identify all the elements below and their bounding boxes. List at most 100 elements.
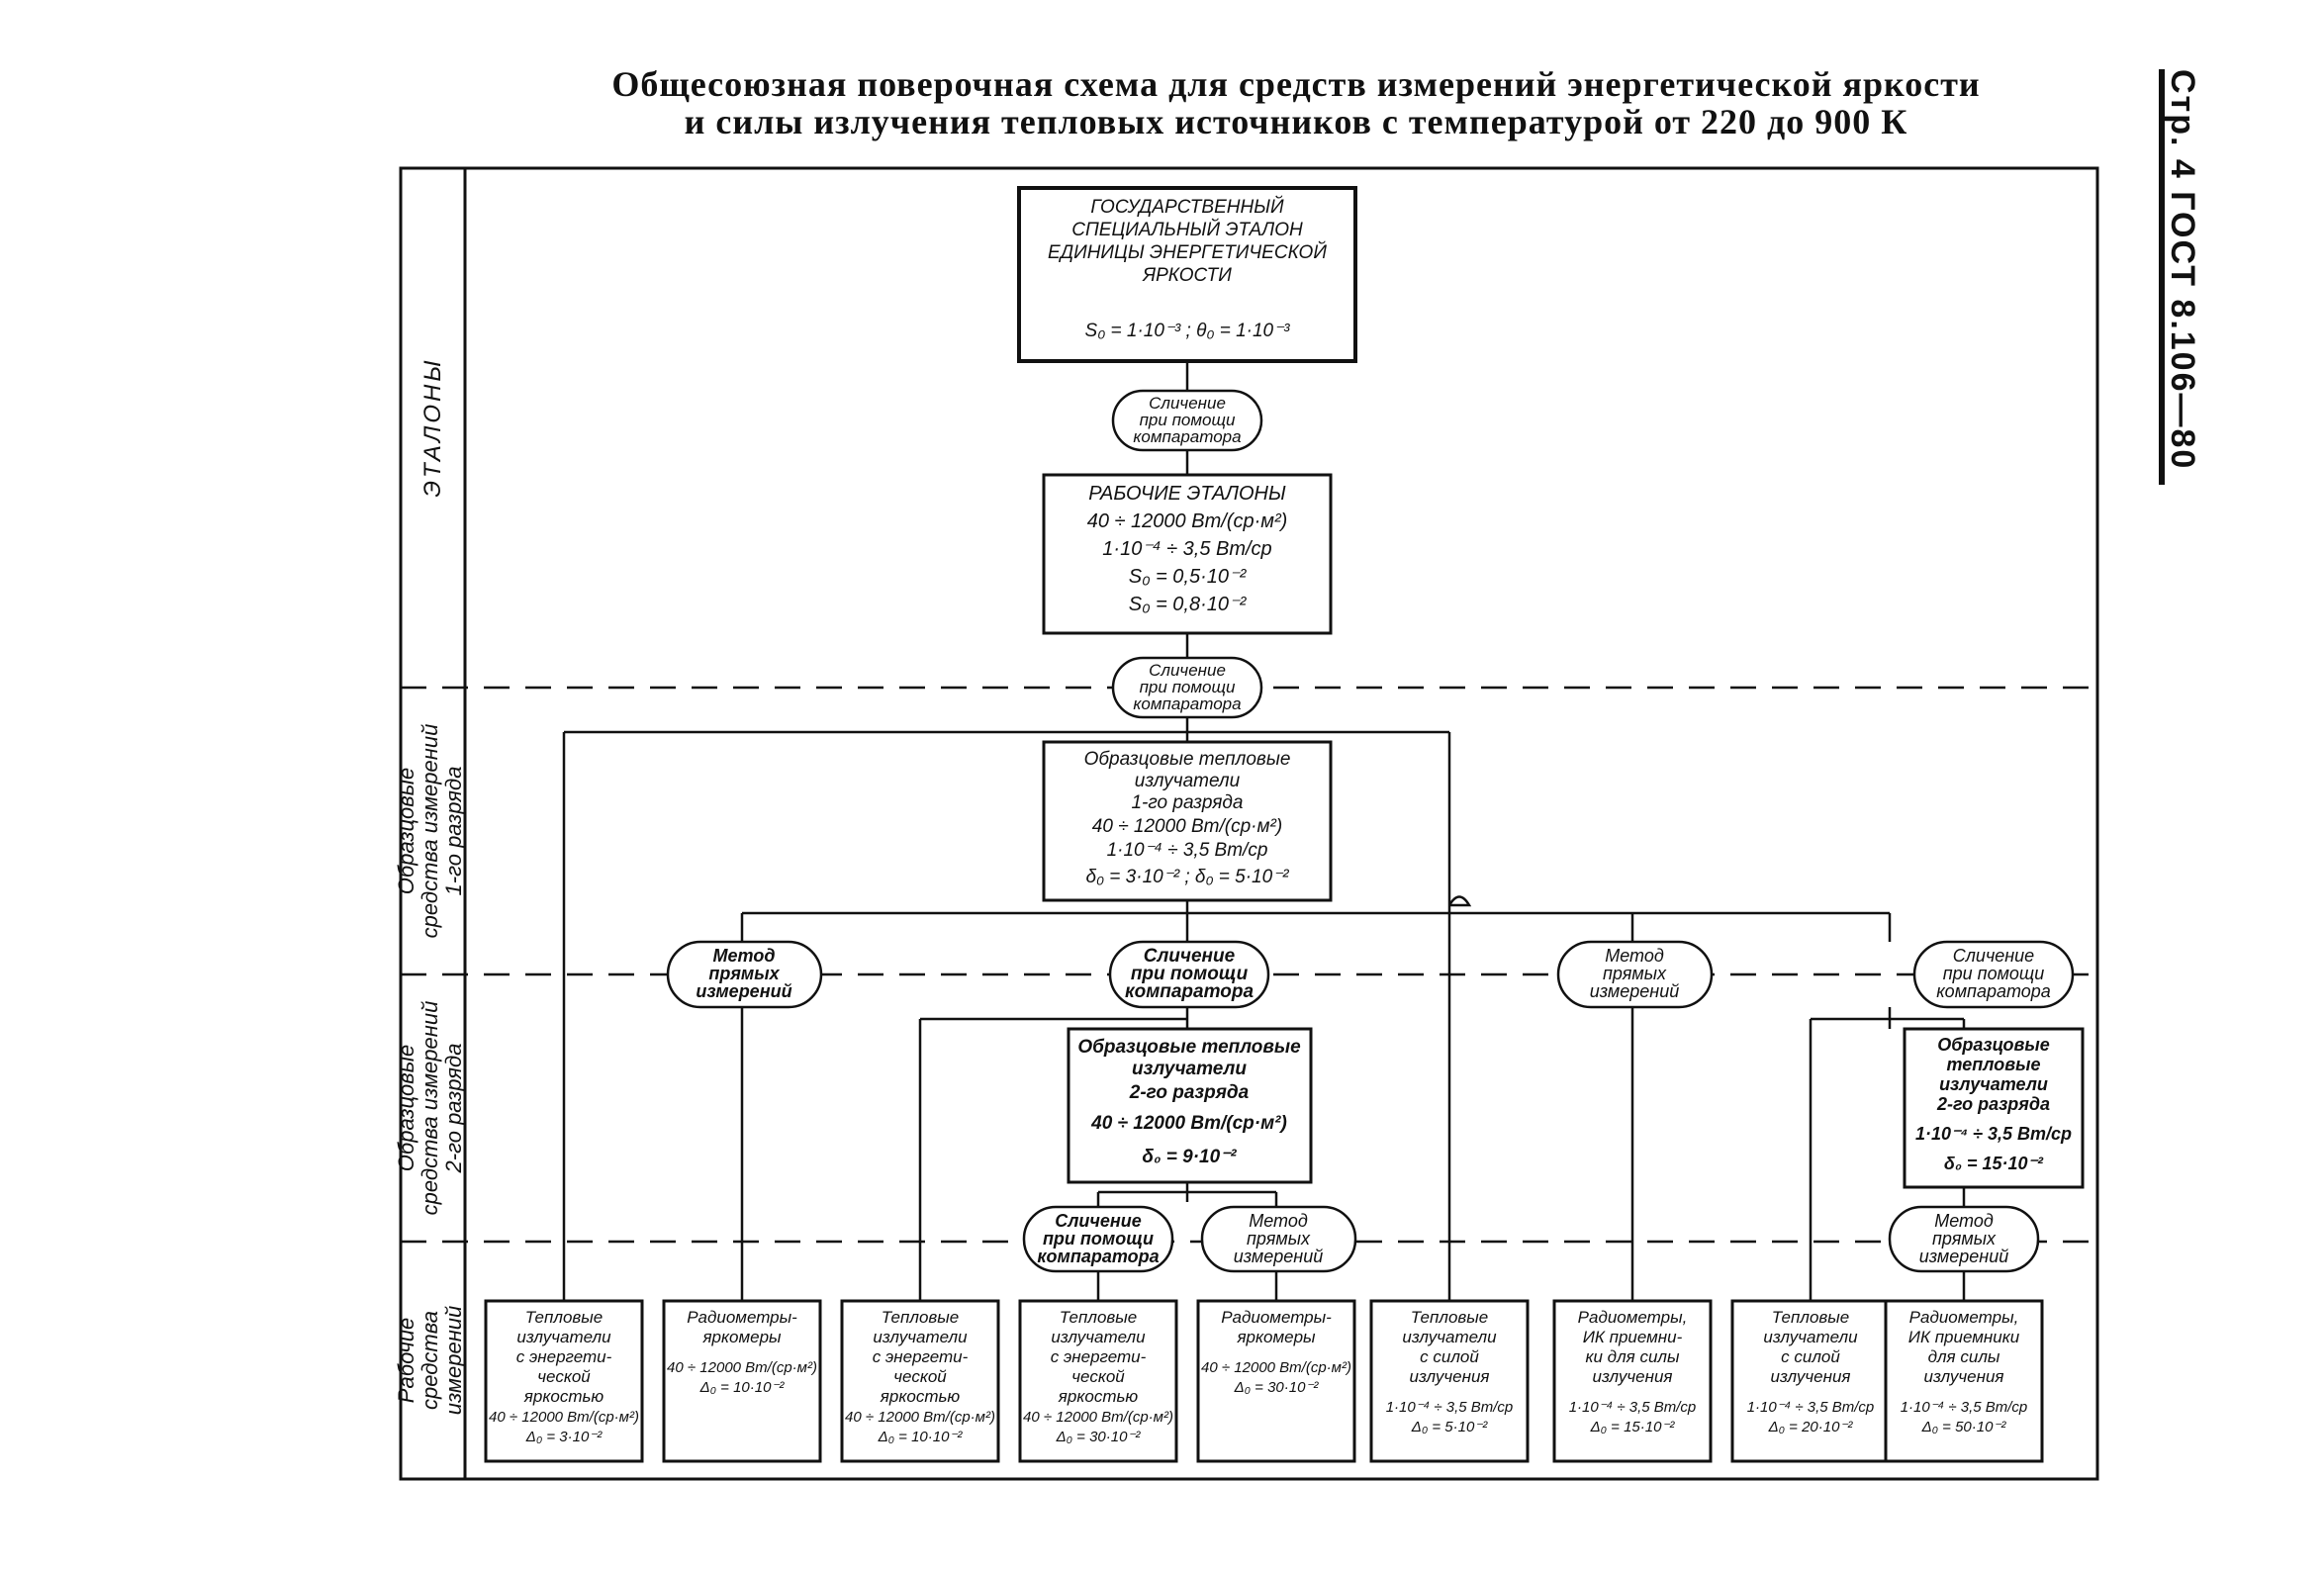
connectors <box>562 361 1966 1301</box>
second-grade-b-line: тепловые <box>1947 1055 2041 1074</box>
working-means-frame <box>1196 1299 1356 1463</box>
working-means-line: 1·10⁻⁴ ÷ 3,5 Вт/ср <box>1569 1399 1697 1416</box>
working-means-line: 1·10⁻⁴ ÷ 3,5 Вт/ср <box>1386 1399 1514 1416</box>
working-means-line: ческой <box>893 1367 947 1386</box>
working-means-line: Тепловые <box>525 1308 604 1327</box>
working-means-line: 1·10⁻⁴ ÷ 3,5 Вт/ср <box>1747 1399 1875 1416</box>
band-label-rabochie-line1: Рабочие <box>394 1318 418 1403</box>
working-means-frame <box>1552 1299 1713 1463</box>
working-means-line: 40 ÷ 12000 Вт/(ср·м²) <box>489 1409 639 1426</box>
working-means-frame <box>1018 1299 1178 1463</box>
oval-direct-3-line: Метод <box>1249 1211 1308 1231</box>
working-means-frame <box>484 1299 644 1463</box>
oval-comparator-1-line: Сличение <box>1149 394 1226 413</box>
oval-direct-2-line: прямых <box>1603 964 1667 983</box>
oval-comparator-3-line: Сличение <box>1144 946 1236 967</box>
oval-direct-4-line: прямых <box>1932 1229 1997 1249</box>
working-means-frame <box>840 1299 1000 1463</box>
working-means-line: 40 ÷ 12000 Вт/(ср·м²) <box>845 1409 995 1426</box>
band-label-rabochie: Рабочие средства измерений <box>394 1306 466 1416</box>
working-means-box-7: Радиометры,ИК приемни-ки для силыизлучен… <box>1552 1299 1713 1463</box>
band-label-obr1: Образцовые средства измерений 1-го разря… <box>394 724 466 939</box>
working-standards-line: S₀ = 0,8·10⁻² <box>1129 594 1248 615</box>
working-means-line: ки для силы <box>1585 1347 1680 1366</box>
working-means-frame <box>1730 1299 1891 1463</box>
oval-comparator-4-shape <box>1912 940 2075 1009</box>
oval-comparator-1: Сличение при помощи компаратора <box>1111 389 1263 452</box>
first-grade-line: 40 ÷ 12000 Вт/(ср·м²) <box>1092 816 1282 837</box>
working-means-line: излучения <box>1409 1367 1489 1386</box>
working-means-line: с энергети- <box>516 1347 612 1366</box>
working-means-line: Радиометры- <box>687 1308 797 1327</box>
working-means-line: 1·10⁻⁴ ÷ 3,5 Вт/ср <box>1901 1399 2028 1416</box>
first-grade-text: Образцовые тепловые излучатели 1-го разр… <box>1084 749 1291 887</box>
second-grade-b-text: Образцовые тепловые излучатели 2-го разр… <box>1915 1035 2072 1173</box>
oval-comparator-2: Сличение при помощи компаратора <box>1111 656 1263 719</box>
working-means-line: ИК приемни- <box>1583 1328 1683 1346</box>
connector-bridge <box>1447 732 1472 1301</box>
band-label-obr1-line1: Образцовые <box>394 768 418 894</box>
working-standards-text: РАБОЧИЕ ЭТАЛОНЫ 40 ÷ 12000 Вт/(ср·м²) 1·… <box>1087 483 1288 615</box>
working-means-line: ческой <box>1071 1367 1125 1386</box>
band-label-obr2-line1: Образцовые <box>394 1045 418 1171</box>
working-means-line: яркомеры <box>701 1328 782 1346</box>
working-means-line: яркостью <box>523 1387 604 1406</box>
working-means-line: с силой <box>1420 1347 1479 1366</box>
second-grade-a-line: 40 ÷ 12000 Вт/(ср·м²) <box>1090 1113 1287 1134</box>
title-line-1: Общесоюзная поверочная схема для средств… <box>611 64 1981 104</box>
working-means-line: Радиометры, <box>1909 1308 2019 1327</box>
oval-comparator-4-line: при помощи <box>1943 964 2045 983</box>
working-means-line: Δ₀ = 30·10⁻² <box>1234 1379 1320 1396</box>
working-means-line: 40 ÷ 12000 Вт/(ср·м²) <box>667 1359 817 1376</box>
oval-direct-1-shape <box>666 940 823 1009</box>
working-means-line: Тепловые <box>1060 1308 1138 1327</box>
state-standard-box <box>1017 186 1357 363</box>
band-label-rabochie-line3: измерений <box>441 1306 466 1416</box>
band-label-etalony-text: ЭТАЛОНЫ <box>419 357 446 497</box>
band-label-obr1-line3: 1-го разряда <box>441 767 466 896</box>
oval-comparator-4-line: Сличение <box>1953 946 2034 966</box>
second-grade-a-line: 2-го разряда <box>1129 1082 1250 1103</box>
oval-comparator-2-line: при помощи <box>1140 678 1236 696</box>
working-means-frame <box>1369 1299 1530 1463</box>
oval-direct-4-line: измерений <box>1919 1247 2008 1266</box>
oval-direct-2-shape <box>1556 940 1714 1009</box>
working-means-line: ИК приемники <box>1908 1328 2020 1346</box>
oval-comparator-3-line: при помощи <box>1131 964 1249 984</box>
working-standards-line: S₀ = 0,5·10⁻² <box>1129 566 1248 588</box>
working-means-line: Δ₀ = 3·10⁻² <box>525 1429 603 1445</box>
oval-direct-3-shape <box>1200 1205 1357 1273</box>
band-label-obr1-line2: средства измерений <box>418 724 442 939</box>
oval-direct-3-line: прямых <box>1247 1229 1311 1249</box>
oval-direct-1-line: измерений <box>696 981 791 1001</box>
working-means-line: Радиометры, <box>1578 1308 1688 1327</box>
band-label-obr2-line3: 2-го разряда <box>441 1044 466 1174</box>
working-means-line: Δ₀ = 10·10⁻² <box>878 1429 964 1445</box>
working-means-line: Δ₀ = 15·10⁻² <box>1590 1419 1676 1435</box>
second-grade-b-line: излучатели <box>1939 1074 2048 1094</box>
oval-comparator-1-line: компаратора <box>1133 427 1241 446</box>
working-means-line: Тепловые <box>882 1308 960 1327</box>
oval-direct-4-shape <box>1888 1205 2040 1273</box>
working-means-line: Δ₀ = 5·10⁻² <box>1411 1419 1488 1435</box>
oval-comparator-5-line: Сличение <box>1055 1211 1142 1231</box>
working-means-line: излучатели <box>1763 1328 1858 1346</box>
outer-frame <box>399 166 2099 1481</box>
working-means-line: 40 ÷ 12000 Вт/(ср·м²) <box>1201 1359 1351 1376</box>
oval-direct-1-line: прямых <box>708 964 780 983</box>
working-means-line: Δ₀ = 20·10⁻² <box>1768 1419 1854 1435</box>
working-means-line: ческой <box>537 1367 591 1386</box>
working-means-line: с энергети- <box>873 1347 969 1366</box>
working-means-line: излучатели <box>516 1328 611 1346</box>
working-means-line: Тепловые <box>1772 1308 1850 1327</box>
title-line-2: и силы излучения тепловых источников с т… <box>684 102 1908 141</box>
state-standard-line: ЯРКОСТИ <box>1142 265 1232 286</box>
second-grade-a-line: δ₀ = 9·10⁻² <box>1142 1147 1237 1167</box>
second-grade-b-line: 2-го разряда <box>1936 1094 2050 1114</box>
oval-comparator-2-shape <box>1111 656 1263 719</box>
working-means-line: излучения <box>1923 1367 2003 1386</box>
